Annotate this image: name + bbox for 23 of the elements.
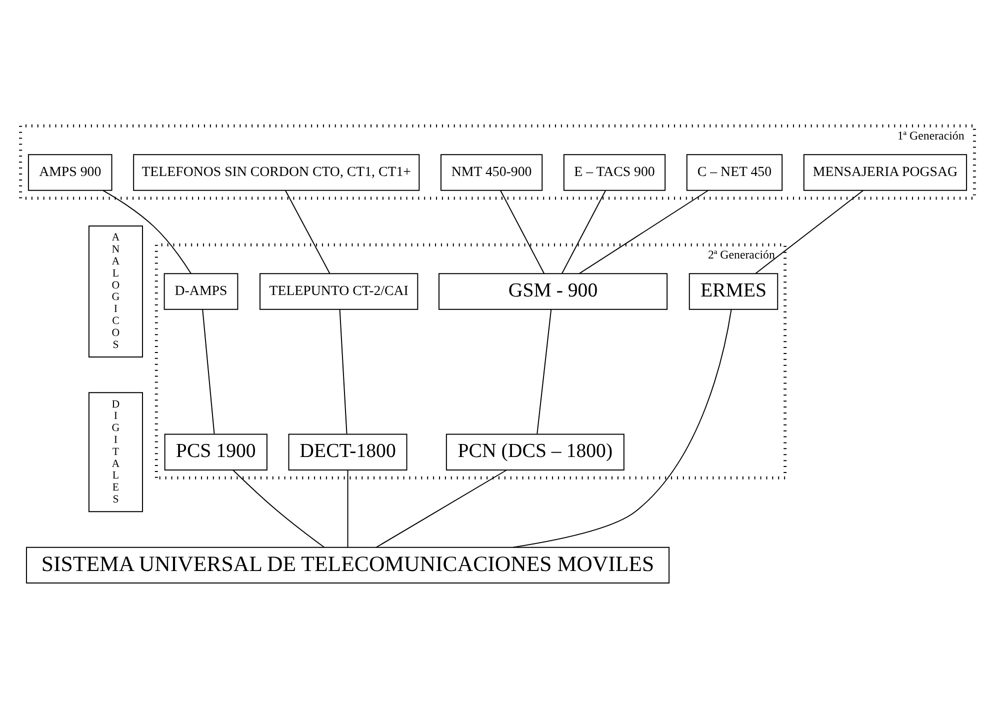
node-box: ERMES: [688, 273, 778, 310]
node-box: ANALOGICOS: [88, 226, 143, 358]
connector: [536, 308, 552, 434]
node-box: TELEFONOS SIN CORDON CTO, CT1, CT1+: [133, 154, 420, 191]
node-box: C – NET 450: [686, 154, 783, 191]
connector: [284, 190, 330, 274]
connector: [347, 470, 348, 548]
connector: [512, 308, 732, 548]
node-box: DIGITALES: [88, 392, 143, 512]
node-box: DECT-1800: [288, 434, 408, 470]
node-box: PCS 1900: [164, 434, 268, 470]
node-box: SISTEMA UNIVERSAL DE TELECOMUNICACIONES MOVILES: [26, 546, 670, 584]
node-box: NMT 450-900: [440, 154, 543, 191]
connector: [339, 308, 348, 434]
node-box: GSM - 900: [438, 273, 668, 310]
node-box: AMPS 900: [28, 154, 112, 191]
connector: [562, 190, 606, 274]
node-box: D-AMPS: [164, 273, 238, 310]
connector: [202, 308, 215, 434]
node-box: PCN (DCS – 1800): [446, 434, 624, 470]
node-box: TELEPUNTO CT-2/CAI: [260, 273, 418, 310]
node-box: MENSAJERIA POGSAG: [803, 154, 968, 191]
node-box: E – TACS 900: [563, 154, 666, 191]
